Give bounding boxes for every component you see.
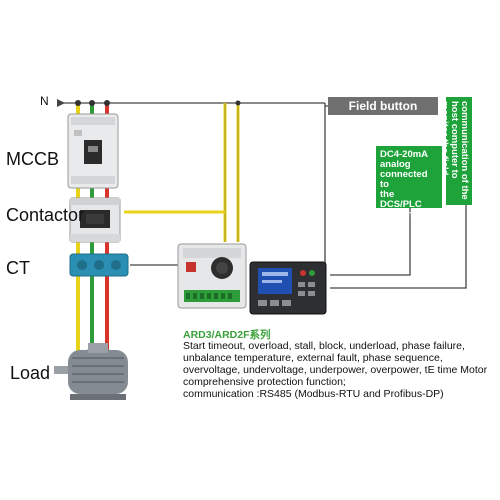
label-contactor: Contactor [6,205,85,225]
signal-lines [325,105,467,289]
ard3-protector [177,243,247,309]
communication-line: communication of the [459,101,470,200]
analog-line: system [380,209,413,220]
control-wires [124,100,241,242]
display-module [249,261,327,315]
description-line: communication :RS485 (Modbus-RTU and Pro… [183,388,444,400]
label-ct: CT [6,258,30,278]
analog-line: connected to [380,169,428,190]
description-line: comprehensive protection function; [183,376,346,388]
description-line: overvoltage, undervoltage, underpower, o… [183,364,488,376]
mccb-breaker [67,113,119,189]
communication-text: communication of the host computer to mo… [439,97,472,205]
label-load: Load [10,363,51,383]
analog-output-box: DC4-20mA analog connected to the DCS/PLC… [376,146,442,220]
analog-line: the DCS/PLC [380,189,422,210]
communication-line: monitor the field [439,101,450,176]
analog-line: analog [380,159,411,170]
motor-load [54,343,128,400]
description-line: Start timeout, overload, stall, block, u… [183,340,465,352]
communication-box: communication of the host computer to mo… [439,97,472,205]
field-button-control-box: Field button control [328,97,438,131]
contactor-device [69,197,121,243]
product-description: Start timeout, overload, stall, block, u… [183,340,488,400]
product-model: ARD3/ARD2F系列 [183,329,271,341]
communication-line: host computer to [449,101,460,179]
analog-line: DC4-20mA [380,149,429,160]
ct-transformer [69,253,129,277]
label-mccb: MCCB [6,149,59,169]
description-line: unbalance temperature, external fault, p… [183,352,443,364]
label-n: N [40,94,49,108]
